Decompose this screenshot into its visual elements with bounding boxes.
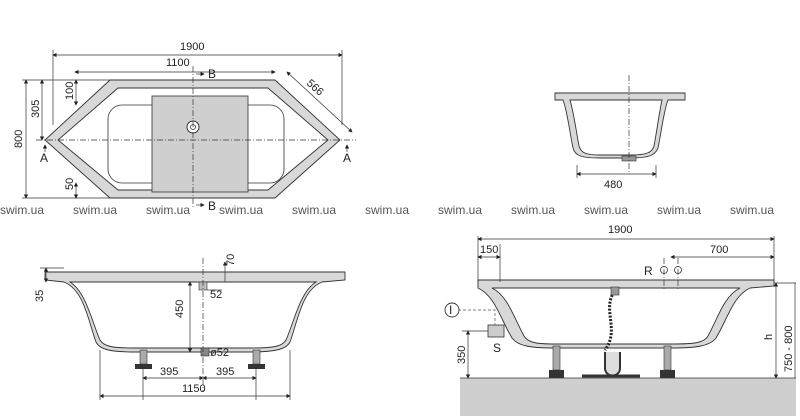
dim-install-150: 150	[480, 244, 498, 256]
floor	[460, 378, 796, 416]
dim-top-1900: 1900	[180, 41, 204, 53]
center-panel	[151, 95, 249, 193]
front-view: 35 70 450 52 ø52 395 395 1150	[34, 254, 346, 400]
dim-front-d52: ø52	[210, 347, 229, 359]
watermark-text: swim.ua	[511, 203, 555, 217]
watermark-text: swim.ua	[219, 203, 263, 217]
dim-front-1150: 1150	[182, 383, 206, 395]
dim-install-1900: 1900	[608, 224, 632, 236]
watermark-text: swim.ua	[292, 203, 336, 217]
dim-top-566: 566	[304, 77, 326, 98]
dim-front-395-left: 395	[160, 366, 178, 378]
section-b-bottom-label: B	[208, 199, 216, 213]
dim-top-1100: 1100	[166, 57, 190, 69]
watermark-text: swim.ua	[73, 203, 117, 217]
section-a-view: 480	[554, 75, 686, 191]
fitting-s-label: S	[493, 341, 501, 355]
dim-front-450: 450	[174, 300, 186, 318]
dim-top-305: 305	[30, 100, 42, 118]
i-marker-icon	[444, 302, 460, 318]
dim-top-100: 100	[64, 82, 76, 100]
dim-install-h: h	[763, 334, 775, 340]
watermark-text: swim.ua	[584, 203, 628, 217]
watermark-text: swim.ua	[730, 203, 774, 217]
watermark-text: swim.ua	[365, 203, 409, 217]
dim-install-750-800: 750 - 800	[783, 326, 795, 372]
top-view: 1900 1100 B 800 305 100 50 566 A A B	[13, 41, 356, 213]
dim-top-800: 800	[13, 130, 25, 148]
watermark-text: swim.ua	[0, 203, 44, 217]
marker-i-label: I	[449, 303, 452, 317]
dim-install-700: 700	[710, 244, 728, 256]
dim-front-52: 52	[210, 289, 222, 301]
dim-front-395-right: 395	[216, 366, 234, 378]
watermark-text: swim.ua	[438, 203, 482, 217]
install-view: R S I 1900 150 700 350 h 750 - 800	[444, 224, 796, 416]
fitting-r-label: R	[644, 264, 653, 278]
dim-section-480: 480	[604, 179, 622, 191]
watermark-text: swim.ua	[657, 203, 701, 217]
dim-front-70: 70	[225, 254, 237, 266]
dim-top-50: 50	[64, 178, 76, 190]
watermark-text: swim.ua	[146, 203, 190, 217]
section-b-top-label: B	[208, 67, 216, 81]
section-a-right-label: A	[343, 151, 351, 165]
dim-install-350: 350	[456, 346, 468, 364]
section-a-left-label: A	[40, 151, 48, 165]
watermark-row: swim.ua swim.ua swim.ua swim.ua swim.ua swim.…	[0, 203, 774, 217]
dim-front-35: 35	[34, 290, 46, 302]
